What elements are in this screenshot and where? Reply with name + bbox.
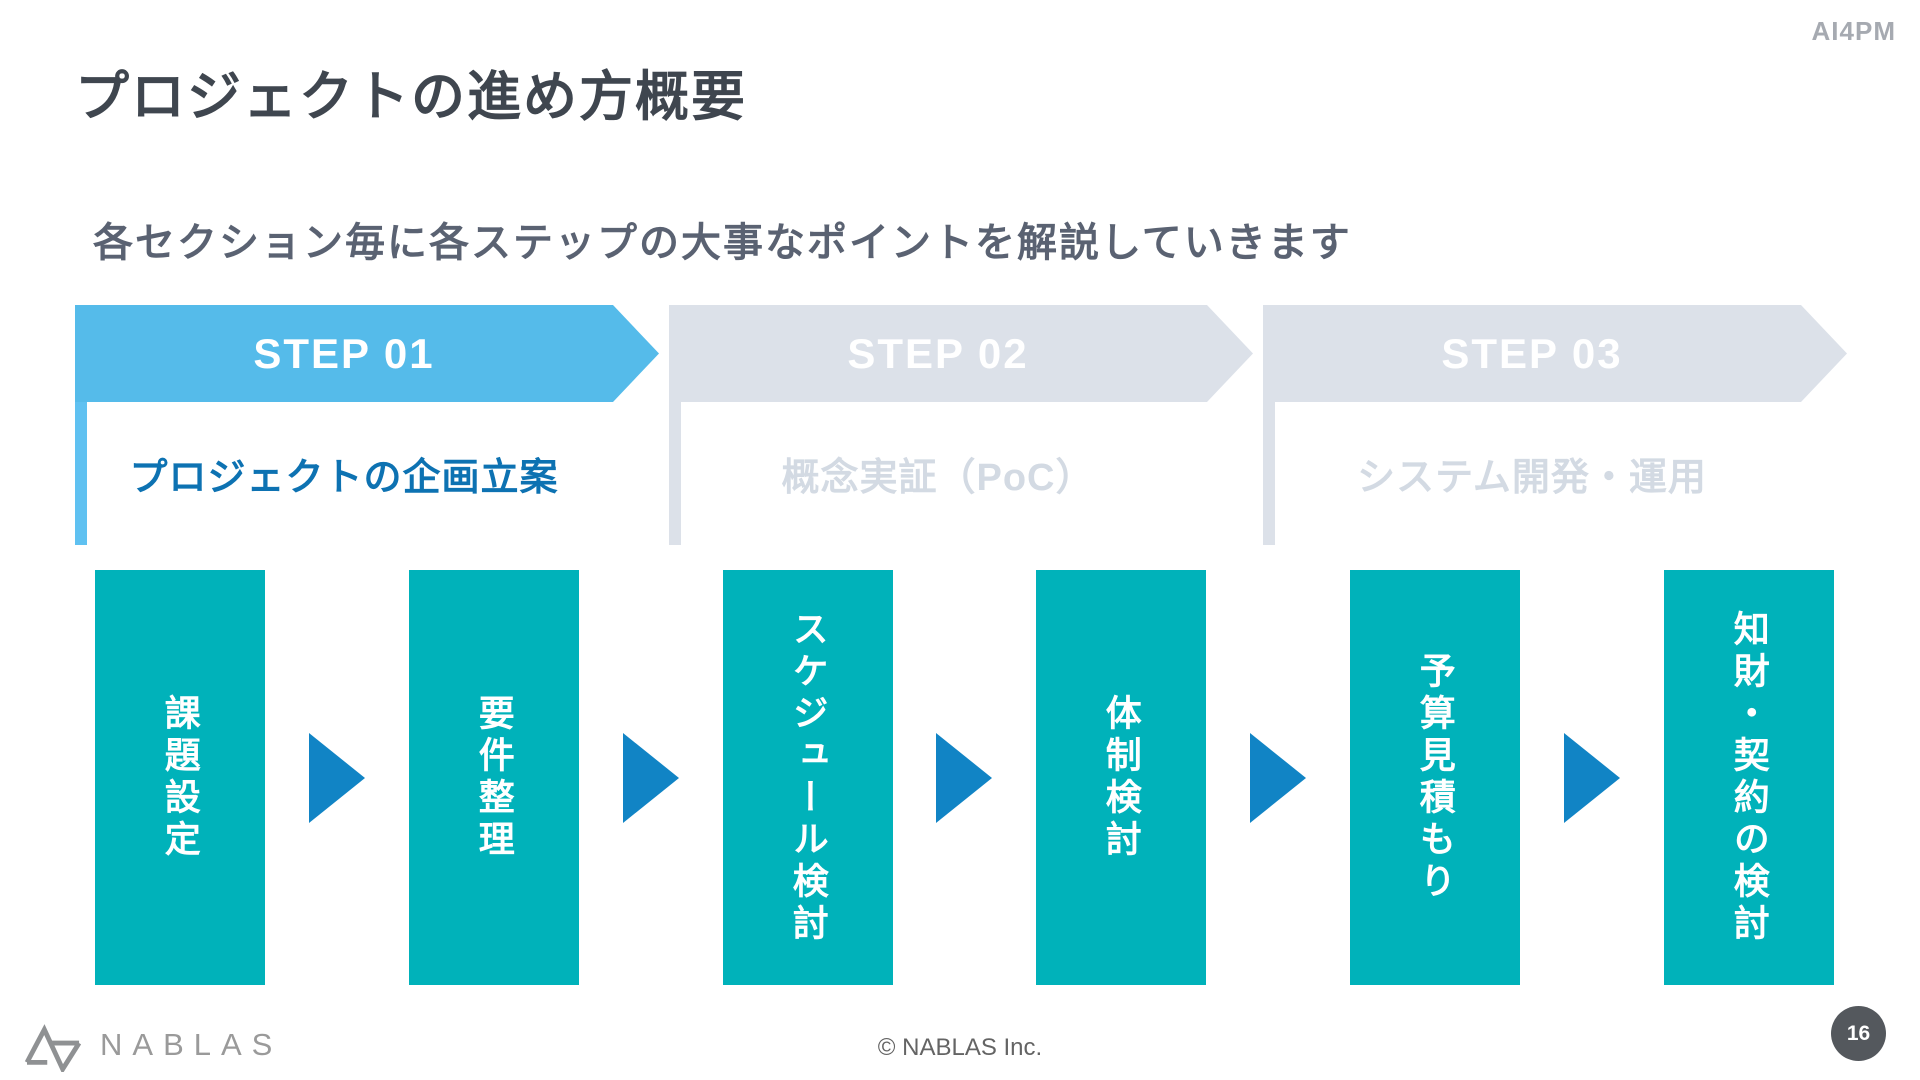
process-box-label: 体制検討 [1100,693,1142,862]
step-panel-01: プロジェクトの企画立案 [75,402,613,545]
accent-bar [1263,402,1275,545]
process-box-4: 体制検討 [1036,570,1206,985]
process-box-label: 知財・契約の検討 [1728,609,1770,946]
step-name: プロジェクトの企画立案 [129,457,559,499]
process-box-label: 課題設定 [159,693,201,862]
step-arrow-02: STEP 02 [669,305,1253,402]
process-box-6: 知財・契約の検討 [1664,570,1834,985]
step-label: STEP 03 [1441,329,1623,377]
page-title: プロジェクトの進め方概要 [75,67,747,127]
process-box-label: 要件整理 [473,693,515,862]
flow-arrow-icon [1250,733,1306,823]
step-label: STEP 02 [847,329,1029,377]
step-arrow-01: STEP 01 [75,305,659,402]
step-name: 概念実証（PoC） [781,457,1095,499]
nablas-logo-icon [22,1018,86,1072]
corner-tag: AI4PM [1811,16,1896,46]
step-arrow-03: STEP 03 [1263,305,1847,402]
process-box-5: 予算見積もり [1350,570,1520,985]
footer-logo: NABLAS [22,1018,282,1072]
process-box-label: スケジュール検討 [787,609,829,946]
process-box-2: 要件整理 [409,570,579,985]
process-box-label: 予算見積もり [1414,651,1456,904]
copyright: © NABLAS Inc. [877,1034,1043,1061]
process-box-3: スケジュール検討 [723,570,893,985]
flow-arrow-icon [936,733,992,823]
step-label: STEP 01 [253,329,435,377]
step-panel-02: 概念実証（PoC） [669,402,1207,545]
step-name: システム開発・運用 [1357,457,1707,499]
process-box-1: 課題設定 [95,570,265,985]
flow-arrow-icon [1564,733,1620,823]
logo-text: NABLAS [100,1027,283,1062]
flow-arrow-icon [309,733,365,823]
accent-bar [75,402,87,545]
step-panel-03: システム開発・運用 [1263,402,1801,545]
accent-bar [669,402,681,545]
flow-arrow-icon [623,733,679,823]
page-number-badge: 16 [1831,1006,1886,1061]
subtitle: 各セクション毎に各ステップの大事なポイントを解説していきます [93,221,1352,265]
